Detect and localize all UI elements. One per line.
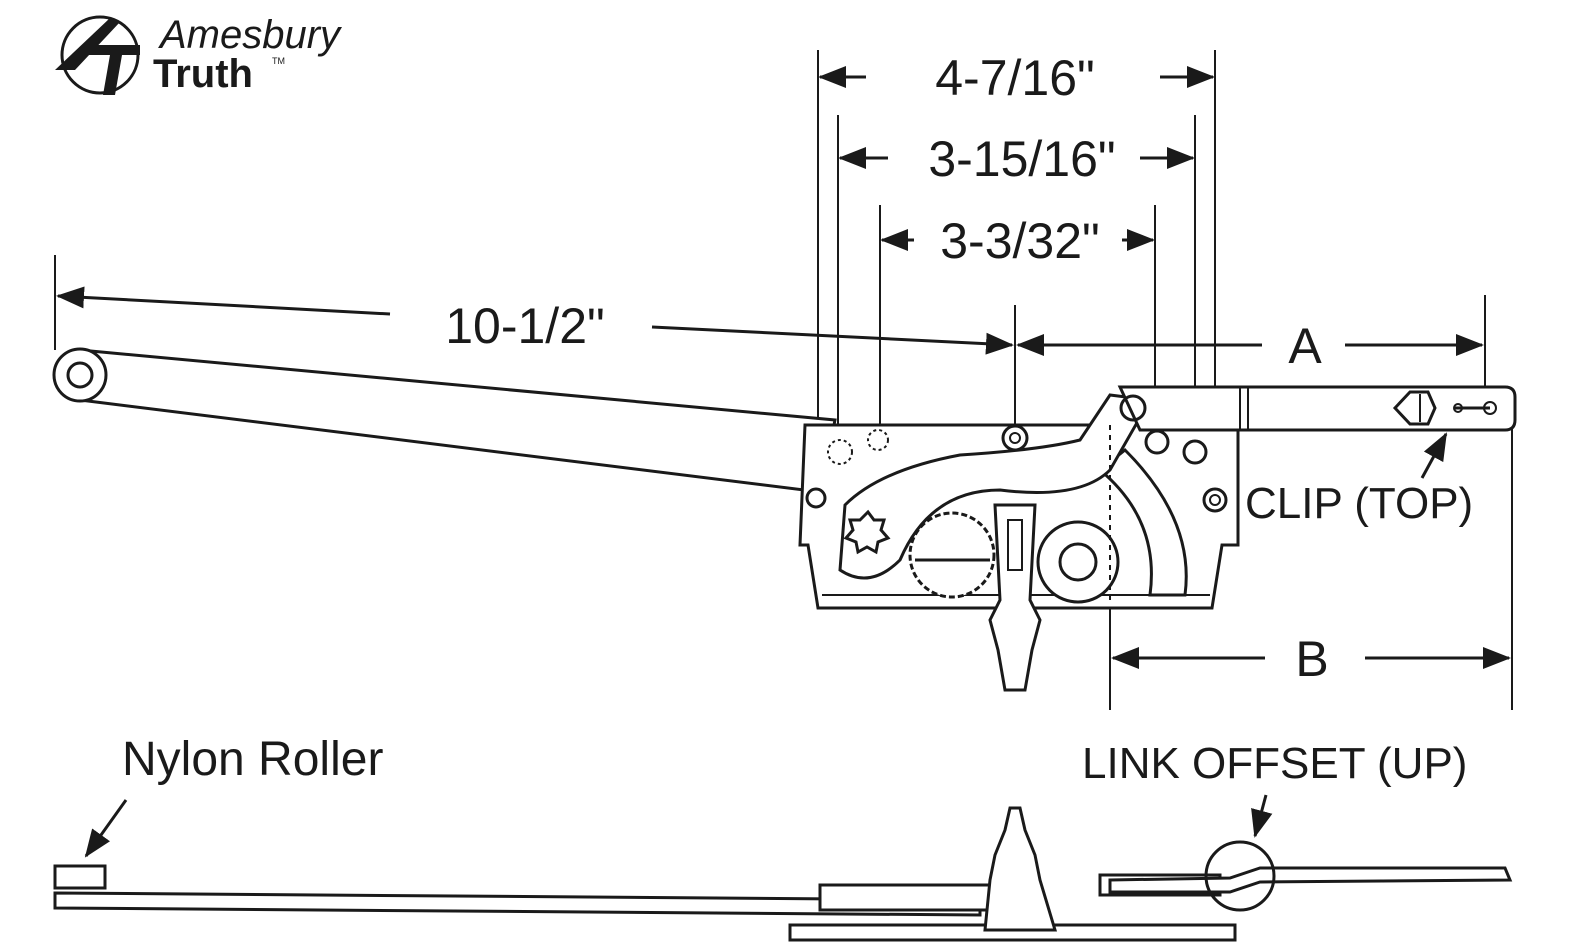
side-stud <box>983 806 1058 932</box>
side-view <box>53 806 1513 942</box>
dimension-label: 3-3/32" <box>940 213 1100 269</box>
dimension-a: A <box>1016 318 1484 374</box>
crank-stud <box>988 503 1042 692</box>
dimension-3-3-32: 3-3/32" <box>880 213 1155 269</box>
dimension-label: 10-1/2" <box>445 298 605 354</box>
dimension-3-15-16: 3-15/16" <box>838 131 1195 187</box>
link-bar <box>1117 385 1517 432</box>
dimension-4-7-16: 4-7/16" <box>818 50 1215 106</box>
roller-icon <box>52 347 108 403</box>
dimension-label: B <box>1295 631 1328 687</box>
clip-label: CLIP (TOP) <box>1245 479 1473 528</box>
dimension-b: B <box>1111 631 1511 687</box>
dimension-10-1-2: 10-1/2" <box>56 286 1014 355</box>
nylon-roller-arrow <box>84 799 128 858</box>
dimension-label: 4-7/16" <box>935 50 1095 106</box>
link-offset-circle <box>1204 840 1276 912</box>
operator-body <box>798 393 1240 692</box>
spline-icon <box>843 509 891 555</box>
nylon-roller <box>53 864 107 890</box>
clip-icon <box>1392 390 1437 426</box>
side-link <box>1108 866 1513 894</box>
logo-amesbury: Amesbury <box>158 13 343 57</box>
amesbury-truth-logo: Amesbury Truth TM <box>55 13 343 96</box>
side-arm <box>53 891 982 917</box>
logo-truth: Truth <box>153 52 253 96</box>
nylon-roller-label: Nylon Roller <box>122 733 383 786</box>
gear-icon <box>908 511 996 599</box>
logo-tm: TM <box>272 56 285 66</box>
dimension-label: 3-15/16" <box>928 131 1115 187</box>
dimension-label: A <box>1288 318 1322 374</box>
operator-arm <box>52 347 837 494</box>
link-offset-arrow <box>1251 794 1273 838</box>
link-offset-label: LINK OFFSET (UP) <box>1082 739 1467 788</box>
clip-arrow <box>1420 432 1448 479</box>
